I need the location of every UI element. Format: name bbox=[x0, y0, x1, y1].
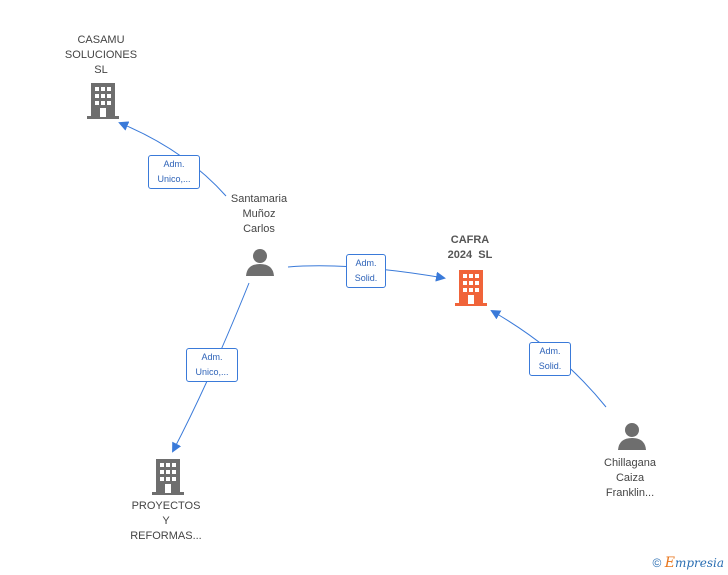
edge-label-line: Adm. bbox=[355, 258, 377, 268]
edge-label-line: Unico,... bbox=[195, 367, 229, 377]
edge-label-santamaria-cafra[interactable]: Adm. Solid. bbox=[346, 254, 386, 288]
node-label-line: Muñoz bbox=[242, 208, 276, 220]
edge-label-santamaria-casamu[interactable]: Adm. Unico,... bbox=[148, 155, 200, 189]
copyright-icon: © bbox=[652, 556, 662, 570]
node-label-line: Carlos bbox=[243, 223, 275, 235]
building-icon[interactable] bbox=[455, 270, 487, 306]
node-label-line: Santamaria bbox=[230, 193, 288, 205]
node-label-line: SL bbox=[94, 64, 108, 76]
node-label-line: 2024 SL bbox=[447, 249, 493, 261]
node-label-line: Caiza bbox=[615, 472, 645, 484]
node-label-cafra: CAFRA 2024 SL bbox=[425, 233, 515, 263]
building-icon[interactable] bbox=[87, 83, 119, 119]
node-label-casamu: CASAMU SOLUCIONES SL bbox=[55, 33, 147, 78]
edge-label-chillagana-cafra[interactable]: Adm. Solid. bbox=[529, 342, 571, 376]
empresia-watermark[interactable]: © Empresia bbox=[653, 555, 724, 571]
edge-label-line: Adm. bbox=[201, 352, 223, 362]
edge-santamaria-casamu bbox=[118, 121, 227, 197]
building-icon[interactable] bbox=[152, 459, 184, 495]
brand-initial: E bbox=[664, 555, 675, 571]
edge-label-line: Solid. bbox=[354, 273, 378, 283]
node-label-line: PROYECTOS bbox=[131, 500, 201, 512]
node-label-line: REFORMAS... bbox=[130, 530, 202, 542]
node-label-santamaria: Santamaria Muñoz Carlos bbox=[214, 192, 304, 237]
edge-label-line: Adm. bbox=[163, 159, 185, 169]
brand-name: mpresia bbox=[674, 556, 724, 570]
edge-label-line: Unico,... bbox=[157, 174, 191, 184]
node-label-line: Y bbox=[162, 515, 170, 527]
node-label-line: SOLUCIONES bbox=[64, 49, 138, 61]
edge-label-line: Adm. bbox=[539, 346, 561, 356]
node-label-line: CASAMU bbox=[77, 34, 125, 46]
person-icon[interactable] bbox=[617, 421, 647, 451]
edge-label-line: Solid. bbox=[538, 361, 562, 371]
node-label-line: Chillagana bbox=[604, 457, 656, 469]
node-label-chillagana: Chillagana Caiza Franklin... bbox=[584, 456, 676, 501]
node-label-line: CAFRA bbox=[450, 234, 490, 246]
node-label-line: Franklin... bbox=[605, 487, 655, 499]
person-icon[interactable] bbox=[245, 247, 275, 277]
node-label-proyectos: PROYECTOS Y REFORMAS... bbox=[120, 499, 212, 544]
edge-label-santamaria-proyectos[interactable]: Adm. Unico,... bbox=[186, 348, 238, 382]
